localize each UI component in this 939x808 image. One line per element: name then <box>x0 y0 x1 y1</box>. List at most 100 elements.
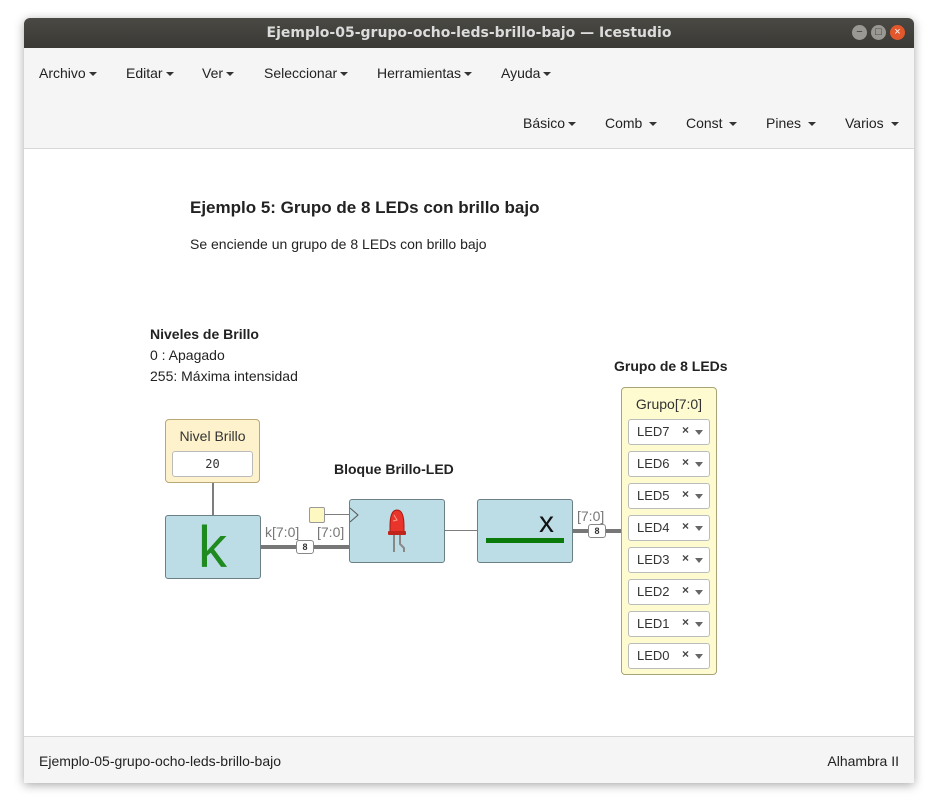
status-board[interactable]: Alhambra II <box>827 753 899 769</box>
pin-select-led0[interactable]: LED0 × <box>628 643 710 669</box>
menu-ver-label: Ver <box>202 65 224 81</box>
close-button[interactable]: × <box>890 25 905 40</box>
chevron-down-icon <box>340 72 349 77</box>
signal-wire[interactable] <box>445 530 477 531</box>
clear-icon[interactable]: × <box>682 455 690 469</box>
pin-label: LED3 <box>637 552 670 567</box>
nivel-brillo-label: Nivel Brillo <box>179 428 246 444</box>
example-description: Se enciende un grupo de 8 LEDs con brill… <box>190 236 487 252</box>
maximize-button[interactable]: □ <box>871 25 886 40</box>
x-symbol: x <box>539 506 554 539</box>
clear-icon[interactable]: × <box>682 487 690 501</box>
menu-comb[interactable]: Comb <box>605 115 658 131</box>
menu-ayuda-label: Ayuda <box>501 65 541 81</box>
chevron-down-icon <box>464 72 473 77</box>
pin-label: LED1 <box>637 616 670 631</box>
brillo-led-block[interactable] <box>349 499 445 563</box>
k-symbol: k <box>198 515 227 580</box>
chevron-down-icon <box>729 122 738 127</box>
menu-herramientas[interactable]: Herramientas <box>377 65 473 81</box>
bus-out-width-badge: 8 <box>588 524 606 538</box>
nivel-brillo-param[interactable]: Nivel Brillo 20 <box>165 419 260 483</box>
chevron-down-icon[interactable] <box>695 462 703 467</box>
menu-basico-label: Básico <box>523 115 566 131</box>
param-wire <box>212 483 214 515</box>
chevron-down-icon[interactable] <box>695 622 703 627</box>
wire-src-label: k[7:0] <box>265 524 300 540</box>
chevron-down-icon <box>226 72 235 77</box>
clear-icon[interactable]: × <box>682 647 690 661</box>
title-bar[interactable]: Ejemplo-05-grupo-ocho-leds-brillo-bajo —… <box>24 18 914 48</box>
menu-seleccionar-label: Seleccionar <box>264 65 338 81</box>
pin-select-led6[interactable]: LED6 × <box>628 451 710 477</box>
menu-comb-label: Comb <box>605 115 643 131</box>
note-line-max: 255: Máxima intensidad <box>150 368 298 384</box>
pin-label: LED0 <box>637 648 670 663</box>
chevron-down-icon <box>165 72 174 77</box>
led-icon <box>388 509 406 552</box>
app-window: Ejemplo-05-grupo-ocho-leds-brillo-bajo —… <box>24 18 914 783</box>
menu-basico[interactable]: Básico <box>523 115 577 131</box>
chevron-down-icon <box>543 72 552 77</box>
group-port-label: Grupo[7:0] <box>635 396 703 412</box>
menu-archivo-label: Archivo <box>39 65 86 81</box>
minimize-button[interactable]: − <box>852 25 867 40</box>
menu-pines-label: Pines <box>766 115 802 131</box>
status-bar: Ejemplo-05-grupo-ocho-leds-brillo-bajo A… <box>24 736 914 783</box>
chevron-down-icon <box>807 122 816 127</box>
brillo-block-title: Bloque Brillo-LED <box>334 461 454 477</box>
pin-select-led2[interactable]: LED2 × <box>628 579 710 605</box>
menu-ver[interactable]: Ver <box>202 65 235 81</box>
menu-editar[interactable]: Editar <box>126 65 174 81</box>
design-canvas[interactable]: Ejemplo 5: Grupo de 8 LEDs con brillo ba… <box>24 149 914 736</box>
output-bar <box>486 538 564 543</box>
chevron-down-icon[interactable] <box>695 430 703 435</box>
pin-label: LED2 <box>637 584 670 599</box>
nivel-brillo-input[interactable]: 20 <box>172 451 253 477</box>
clear-icon[interactable]: × <box>682 583 690 597</box>
led-group-output[interactable]: Grupo[7:0] LED7 × LED6 × LED5 × LED4 × LED3 ×… <box>621 387 717 675</box>
menu-pines[interactable]: Pines <box>766 115 816 131</box>
pin-label: LED7 <box>637 424 670 439</box>
chevron-down-icon[interactable] <box>695 494 703 499</box>
chevron-down-icon <box>649 122 658 127</box>
pin-select-led4[interactable]: LED4 × <box>628 515 710 541</box>
menu-varios-label: Varios <box>845 115 884 131</box>
group-title: Grupo de 8 LEDs <box>614 358 728 374</box>
chevron-down-icon[interactable] <box>695 526 703 531</box>
pin-select-led5[interactable]: LED5 × <box>628 483 710 509</box>
clear-icon[interactable]: × <box>682 519 690 533</box>
menu-bar: Archivo Editar Ver Seleccionar Herramien… <box>24 48 914 149</box>
bus-width-badge: 8 <box>296 540 314 554</box>
clear-icon[interactable]: × <box>682 615 690 629</box>
pin-label: LED4 <box>637 520 670 535</box>
example-heading: Ejemplo 5: Grupo de 8 LEDs con brillo ba… <box>190 198 540 217</box>
menu-archivo[interactable]: Archivo <box>39 65 97 81</box>
menu-varios[interactable]: Varios <box>845 115 899 131</box>
menu-editar-label: Editar <box>126 65 163 81</box>
pin-select-led3[interactable]: LED3 × <box>628 547 710 573</box>
chevron-down-icon[interactable] <box>695 654 703 659</box>
menu-herramientas-label: Herramientas <box>377 65 462 81</box>
clock-wire <box>325 514 349 515</box>
note-line-off: 0 : Apagado <box>150 347 225 363</box>
pin-label: LED5 <box>637 488 670 503</box>
clear-icon[interactable]: × <box>682 551 690 565</box>
menu-const-label: Const <box>686 115 723 131</box>
bit-replicate-block[interactable]: x <box>477 499 573 563</box>
clear-icon[interactable]: × <box>682 423 690 437</box>
menu-const[interactable]: Const <box>686 115 738 131</box>
wire-out-label: [7:0] <box>577 508 605 524</box>
menu-ayuda[interactable]: Ayuda <box>501 65 552 81</box>
chevron-down-icon <box>568 122 577 127</box>
menu-seleccionar[interactable]: Seleccionar <box>264 65 349 81</box>
clock-input[interactable] <box>309 507 325 523</box>
constant-k-block[interactable]: k <box>165 515 261 579</box>
pin-label: LED6 <box>637 456 670 471</box>
chevron-down-icon[interactable] <box>695 590 703 595</box>
window-title: Ejemplo-05-grupo-ocho-leds-brillo-bajo —… <box>266 25 672 41</box>
pin-select-led7[interactable]: LED7 × <box>628 419 710 445</box>
chevron-down-icon <box>88 72 97 77</box>
chevron-down-icon[interactable] <box>695 558 703 563</box>
pin-select-led1[interactable]: LED1 × <box>628 611 710 637</box>
